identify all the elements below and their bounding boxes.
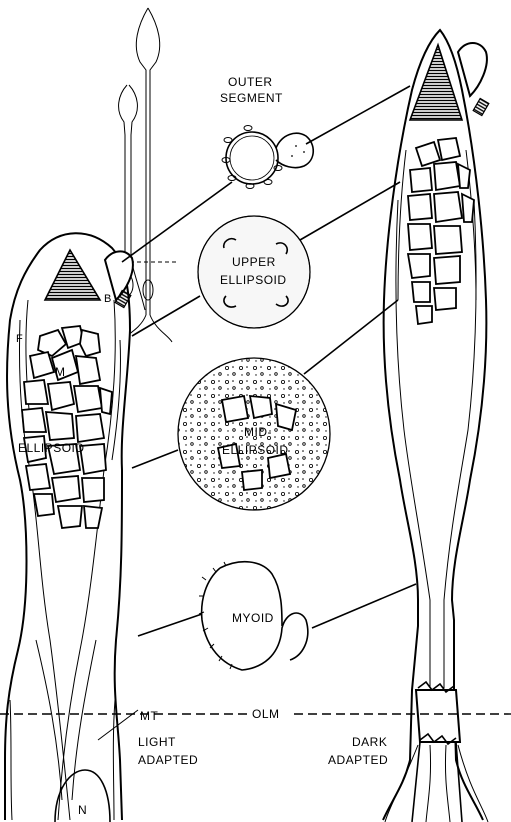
nucleus-label: N (78, 803, 87, 817)
upper-ellipsoid-label-2: ELLIPSOID (220, 273, 287, 287)
light-adapted-cone (5, 233, 133, 822)
myoid-label: MYOID (232, 611, 274, 625)
upper-ellipsoid-label-1: UPPER (232, 255, 276, 269)
ellipsoid-label: ELLIPSOID (18, 441, 85, 455)
upper-ellipsoid-section (198, 216, 310, 328)
mt-label: MT (140, 709, 158, 723)
dark-adapted-label-2: ADAPTED (328, 753, 388, 767)
dark-adapted-label-1: DARK (352, 735, 387, 749)
mitochondria-label: M (55, 365, 66, 379)
mid-ellipsoid-label-2: ELLIPSOID (222, 443, 289, 457)
outer-segment-label-2: SEGMENT (220, 91, 283, 105)
light-adapted-label-1: LIGHT (138, 735, 176, 749)
olm-label: OLM (252, 707, 280, 721)
outer-segment-section (222, 126, 313, 189)
light-adapted-label-2: ADAPTED (138, 753, 198, 767)
outer-segment-label-1: OUTER (228, 75, 273, 89)
dark-adapted-cone (383, 30, 489, 822)
b-label: B (104, 293, 112, 305)
mid-ellipsoid-label-1: MID- (244, 425, 272, 439)
f-label: F (16, 333, 23, 345)
